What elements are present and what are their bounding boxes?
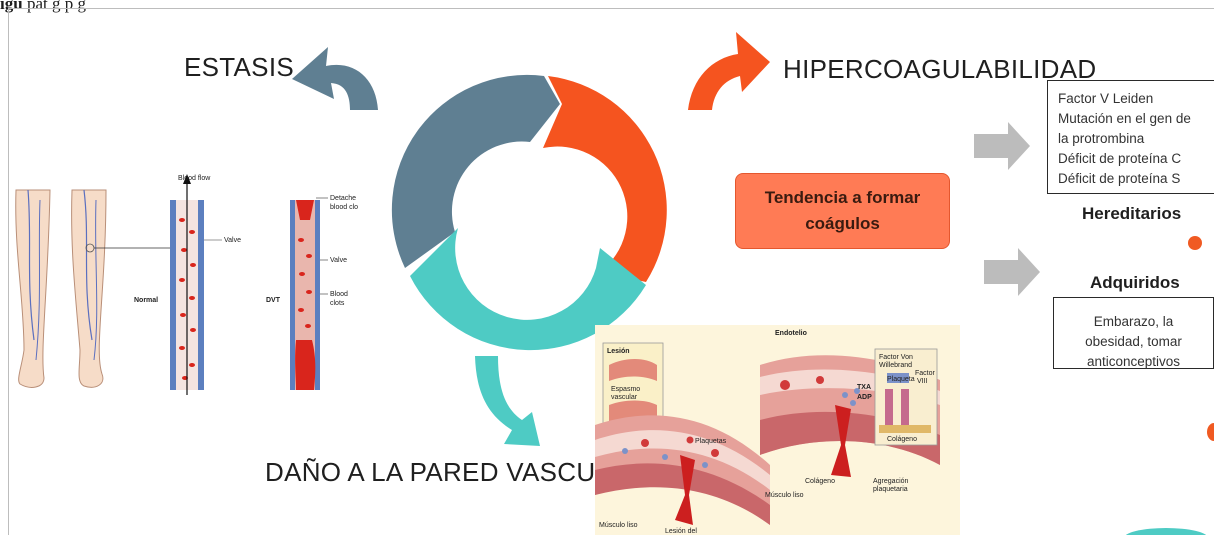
- label-detached: Detache: [330, 195, 356, 202]
- label-factor: Factor: [915, 370, 936, 377]
- arrow-dano: [475, 356, 540, 446]
- dvt-illustration: Blood flow Valve Normal DVT Detache bloo…: [15, 174, 358, 395]
- hereditario-item: Mutación en el gen de la protrombina: [1058, 111, 1191, 146]
- label-espasmo: Espasmo: [611, 386, 640, 393]
- label-musculo-liso-left: Músculo liso: [599, 522, 638, 529]
- label-willebrand: Willebrand: [879, 362, 912, 369]
- label-viii: VIII: [917, 378, 928, 385]
- label-valve-left: Valve: [224, 237, 241, 244]
- label-factor-von: Factor Von: [879, 354, 913, 361]
- label-musculo-liso-right: Músculo liso: [765, 492, 804, 499]
- label-plaquetaria: plaquetaria: [873, 486, 908, 493]
- label-colageno-box: Colágeno: [887, 436, 917, 443]
- label-blood: Blood: [330, 291, 348, 298]
- adquiridos-box: Embarazo, la obesidad, tomar anticoncept…: [1053, 297, 1214, 369]
- orange-dot: [1188, 236, 1202, 250]
- label-colageno: Colágeno: [805, 478, 835, 485]
- label-vascular: vascular: [611, 394, 638, 401]
- arrow-adquiridos: [984, 248, 1040, 296]
- figure-caption: igu pat g p g: [0, 0, 86, 14]
- hereditario-item: Déficit de proteína C: [1058, 151, 1182, 166]
- label-endotelio: Endotelio: [775, 330, 807, 337]
- cycle-segment-estasis: [391, 74, 560, 268]
- vascular-injury-illustration: Lesión Espasmo vascular Plaquetas Múscul…: [595, 325, 960, 535]
- tendencia-box: Tendencia a formar coágulos: [735, 173, 950, 249]
- label-detached2: blood clo: [330, 204, 358, 211]
- label-plaqueta: Plaqueta: [887, 376, 915, 383]
- cycle-center: [466, 150, 590, 274]
- label-plaquetas: Plaquetas: [695, 438, 727, 445]
- hereditario-item: Factor V Leiden: [1058, 91, 1154, 106]
- arrow-hereditarios: [974, 122, 1030, 170]
- label-adquiridos: Adquiridos: [1090, 273, 1180, 292]
- heading-hipercoagulabilidad: HIPERCOAGULABILIDAD: [783, 54, 1097, 84]
- arrow-estasis: [292, 47, 378, 110]
- label-valve-right: Valve: [330, 257, 347, 264]
- label-hereditarios: Hereditarios: [1082, 204, 1182, 223]
- label-agregacion: Agregación: [873, 478, 909, 485]
- frame-left-border: [8, 8, 9, 535]
- label-adp: ADP: [857, 394, 872, 401]
- cycle-segment-dano: [410, 228, 646, 351]
- label-blood-flow: Blood flow: [178, 175, 211, 182]
- label-normal: Normal: [134, 297, 158, 304]
- corner-teal-shape: [1125, 528, 1207, 535]
- label-clots: clots: [330, 300, 345, 307]
- label-dvt: DVT: [266, 297, 281, 304]
- hereditario-item: Déficit de proteína S: [1058, 171, 1181, 186]
- label-lesion-del: Lesión del: [665, 528, 697, 535]
- heading-dano-pared-vascular: DAÑO A LA PARED VASCULAR: [265, 457, 647, 487]
- label-txa: TXA: [857, 384, 871, 391]
- orange-dot-edge: [1207, 423, 1214, 441]
- label-lesion: Lesión: [607, 348, 630, 355]
- caption-rest: pat g p g: [22, 0, 86, 13]
- arrow-hipercoagulabilidad: [688, 32, 770, 110]
- hereditarios-box: Factor V Leiden Mutación en el gen de la…: [1047, 80, 1214, 194]
- frame-top-border: [8, 8, 1214, 9]
- caption-prefix: igu: [0, 0, 23, 13]
- cycle-segment-hipercoagulabilidad: [543, 76, 667, 282]
- heading-estasis: ESTASIS: [184, 52, 294, 82]
